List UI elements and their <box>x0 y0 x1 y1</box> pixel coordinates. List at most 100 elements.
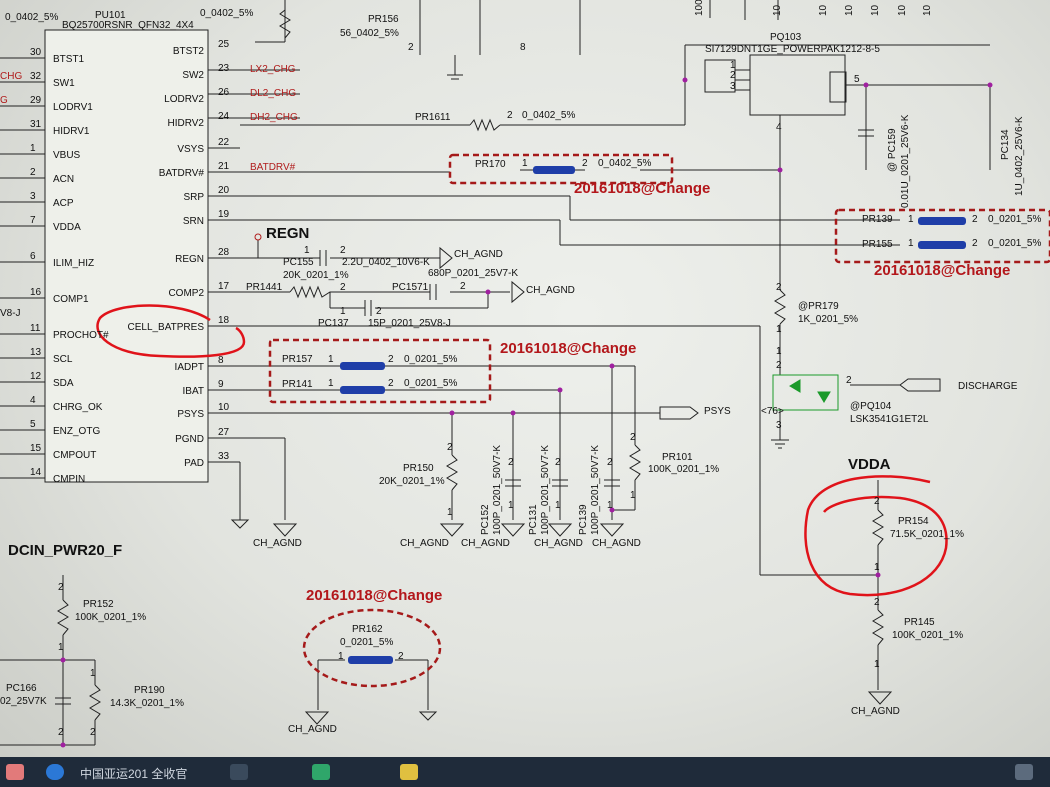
pq103-pin2: 2 <box>730 70 736 81</box>
ic-right-pin-num: 25 <box>218 39 230 50</box>
pc1571-pin2: 2 <box>460 281 466 292</box>
pc155-value: 2.2U_0402_10V6-K <box>342 257 430 268</box>
pq104-pin2: 2 <box>776 360 782 371</box>
ic-left-pin-num: 12 <box>30 371 42 382</box>
ic-right-pin-name: PAD <box>184 458 204 469</box>
pc131-ref: PC131 <box>528 504 539 535</box>
pc134-value: 1U_0402_25V6-K <box>1014 116 1025 196</box>
pq104-value: LSK3541G1ET2L <box>850 414 929 425</box>
gnd-label-3: CH_AGND <box>461 538 510 549</box>
pr141-ref: PR141 <box>282 379 313 390</box>
gnd-label-2: CH_AGND <box>400 538 449 549</box>
pc131-pin1: 1 <box>555 500 561 511</box>
ic-left-pin-num: 2 <box>30 167 36 178</box>
pr157-value: 0_0201_5% <box>404 354 457 365</box>
ic-left-pin-num: 5 <box>30 419 36 430</box>
ic-left-pin-name: LODRV1 <box>53 102 93 113</box>
ic-left-pin-num: 29 <box>30 95 42 106</box>
pq103-ref: PQ103 <box>770 32 802 43</box>
ic-right-pin-num: 8 <box>218 355 224 366</box>
change-box-pr157-pr141 <box>268 338 492 404</box>
ic-left-pin-name: ENZ_OTG <box>53 426 100 437</box>
pr145-pin1: 1 <box>874 659 880 670</box>
pc166-value: 02_25V7K <box>0 696 47 707</box>
pr101-pin2: 2 <box>630 432 636 443</box>
gnd-label-5: CH_AGND <box>592 538 641 549</box>
pr179-pin1: 1 <box>776 324 782 335</box>
ic-left-pin-name: CMPIN <box>53 474 85 485</box>
ic-right-pin-name: PGND <box>175 434 204 445</box>
psys-ref: <76> <box>761 406 784 417</box>
ic-left-pin-net: CHG <box>0 71 22 82</box>
pc166-ref: PC166 <box>6 683 37 694</box>
pc152-pin1: 1 <box>508 500 514 511</box>
taskbar-news-text[interactable]: 中国亚运201 全收官 <box>80 767 188 781</box>
ic-right-pin-name: HIDRV2 <box>168 118 205 129</box>
change-note-2: 20161018@Change <box>874 262 1010 279</box>
pr1611-value: 0_0402_5% <box>522 110 575 121</box>
top-right-value: 10 <box>844 4 855 16</box>
ic-left-pin-num: 3 <box>30 191 36 202</box>
ic-right-pin-name: PSYS <box>177 409 204 420</box>
pc152-pin2: 2 <box>508 457 514 468</box>
pq104-pin2b: 2 <box>846 375 852 386</box>
edge-browser-icon[interactable] <box>46 764 64 780</box>
ic-right-pin-name: IADPT <box>175 362 204 373</box>
ic-right-pin-net: DL2_CHG <box>250 88 296 99</box>
pq104-ref: @PQ104 <box>850 401 892 412</box>
pc152-ref: PC152 <box>480 504 491 535</box>
pr139-ref: PR139 <box>862 214 893 225</box>
change-note-4: 20161018@Change <box>306 587 442 604</box>
ic-left-pin-num: 7 <box>30 215 36 226</box>
pr157-pin1: 1 <box>328 354 334 365</box>
ic-right-pin-net: DH2_CHG <box>250 112 298 123</box>
pr101-ref: PR101 <box>662 452 693 463</box>
pc155-ref: PC155 <box>283 257 314 268</box>
ic-right-pin-num: 24 <box>218 111 230 122</box>
ic-left-pin-name: CHRG_OK <box>53 402 103 413</box>
ic-right-pin-num: 22 <box>218 137 230 148</box>
pc137-pin1: 1 <box>340 306 346 317</box>
pc155-pin1: 1 <box>304 245 310 256</box>
tray-icon[interactable] <box>1015 764 1033 780</box>
ic-right-pin-name: COMP2 <box>168 288 204 299</box>
pc155-pin2: 2 <box>340 245 346 256</box>
top-right-value: 10 <box>818 4 829 16</box>
ic-right-pin-name: LODRV2 <box>164 94 204 105</box>
taskbar: 中国亚运201 全收官 <box>0 757 1050 787</box>
ic-left-pin-name: SCL <box>53 354 73 365</box>
gnd-label-regn: CH_AGND <box>454 249 503 260</box>
pr190-ref: PR190 <box>134 685 165 696</box>
pr190-pin2: 2 <box>90 727 96 738</box>
pr152-ref: PR152 <box>83 599 114 610</box>
top-right-value: 10 <box>870 4 881 16</box>
pr1441-ref: PR1441 <box>246 282 283 293</box>
gnd-label-7: CH_AGND <box>288 724 337 735</box>
pc131-value: 100P_0201_50V7-K <box>540 445 551 535</box>
search-icon[interactable] <box>230 764 248 780</box>
app-icon[interactable] <box>6 764 24 780</box>
app-icon-green[interactable] <box>312 764 330 780</box>
ic-right-pin-net: BATDRV# <box>250 162 296 173</box>
pr190-value: 14.3K_0201_1% <box>110 698 184 709</box>
pr179-pin2: 2 <box>776 282 782 293</box>
ic-right-pin-num: 20 <box>218 185 230 196</box>
pc131-pin2: 2 <box>555 457 561 468</box>
pr150-pin2: 2 <box>447 442 453 453</box>
top-fragment: 0_0402_5% <box>200 8 253 19</box>
ic-left-pin-num: 1 <box>30 143 36 154</box>
pr141-pin2: 2 <box>388 378 394 389</box>
ic-left-pin-num: 11 <box>30 323 41 334</box>
change-box-pr162 <box>302 608 442 688</box>
ic-left-pin-name: ACP <box>53 198 74 209</box>
handdrawn-circle-pr154 <box>804 475 948 597</box>
pq104-pin3: 3 <box>776 420 782 431</box>
pc159-value: 0.01U_0201_25V6-K <box>900 114 911 208</box>
ic-right-pin-name: SRN <box>183 216 204 227</box>
gnd-label-4: CH_AGND <box>534 538 583 549</box>
pr190-pin1: 1 <box>90 668 96 679</box>
ic-right-pin-num: 28 <box>218 247 230 258</box>
folder-icon[interactable] <box>400 764 418 780</box>
pc137-ref: PC137 <box>318 318 349 329</box>
